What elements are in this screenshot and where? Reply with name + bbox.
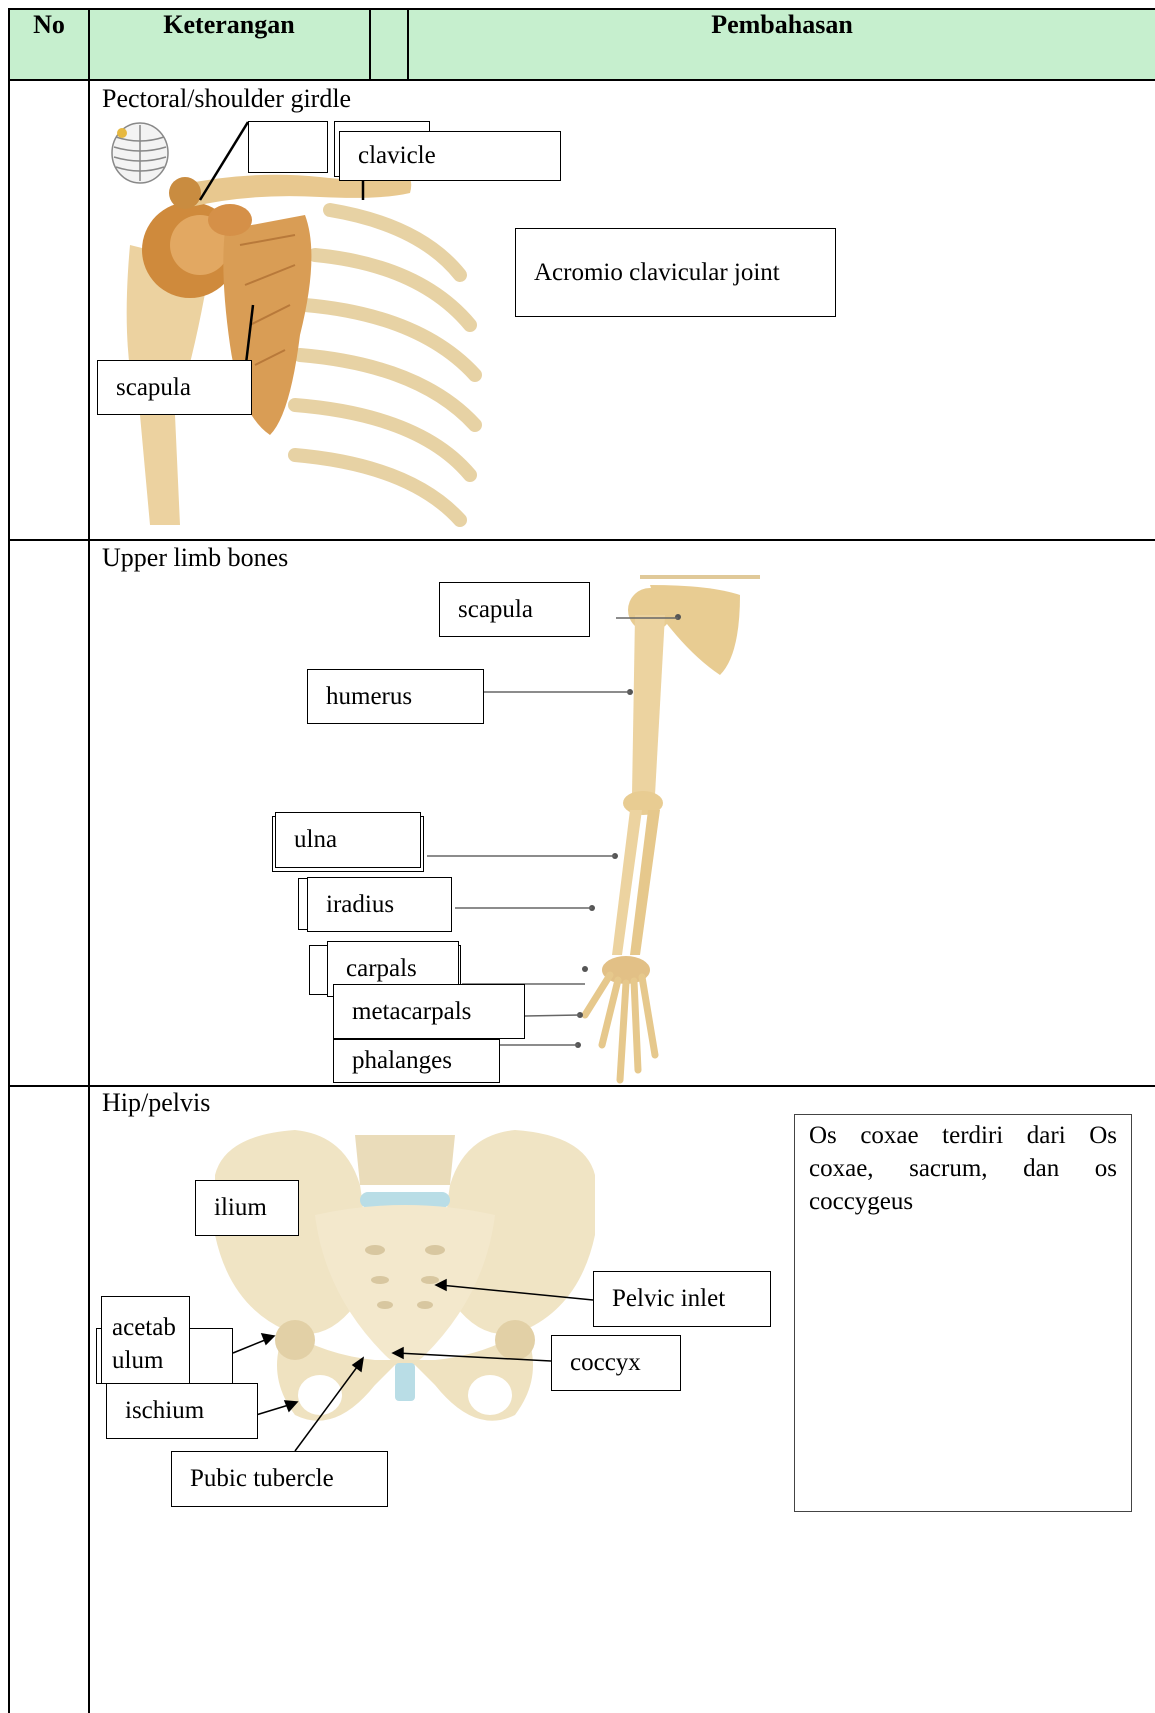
label-ilium: ilium <box>195 1180 299 1236</box>
label-ischium: ischium <box>106 1383 258 1439</box>
label-pubic-tubercle: Pubic tubercle <box>171 1451 388 1507</box>
label-acetabulum-line2: ulum <box>112 1344 179 1377</box>
label-acetabulum: acetab ulum <box>101 1296 190 1384</box>
label-acetabulum-line1: acetab <box>112 1311 179 1344</box>
note-os-coxae: Os coxae terdiri dari Os coxae, sacrum, … <box>794 1114 1132 1512</box>
label-coccyx: coccyx <box>551 1335 681 1391</box>
label-pelvic-inlet: Pelvic inlet <box>593 1271 771 1327</box>
